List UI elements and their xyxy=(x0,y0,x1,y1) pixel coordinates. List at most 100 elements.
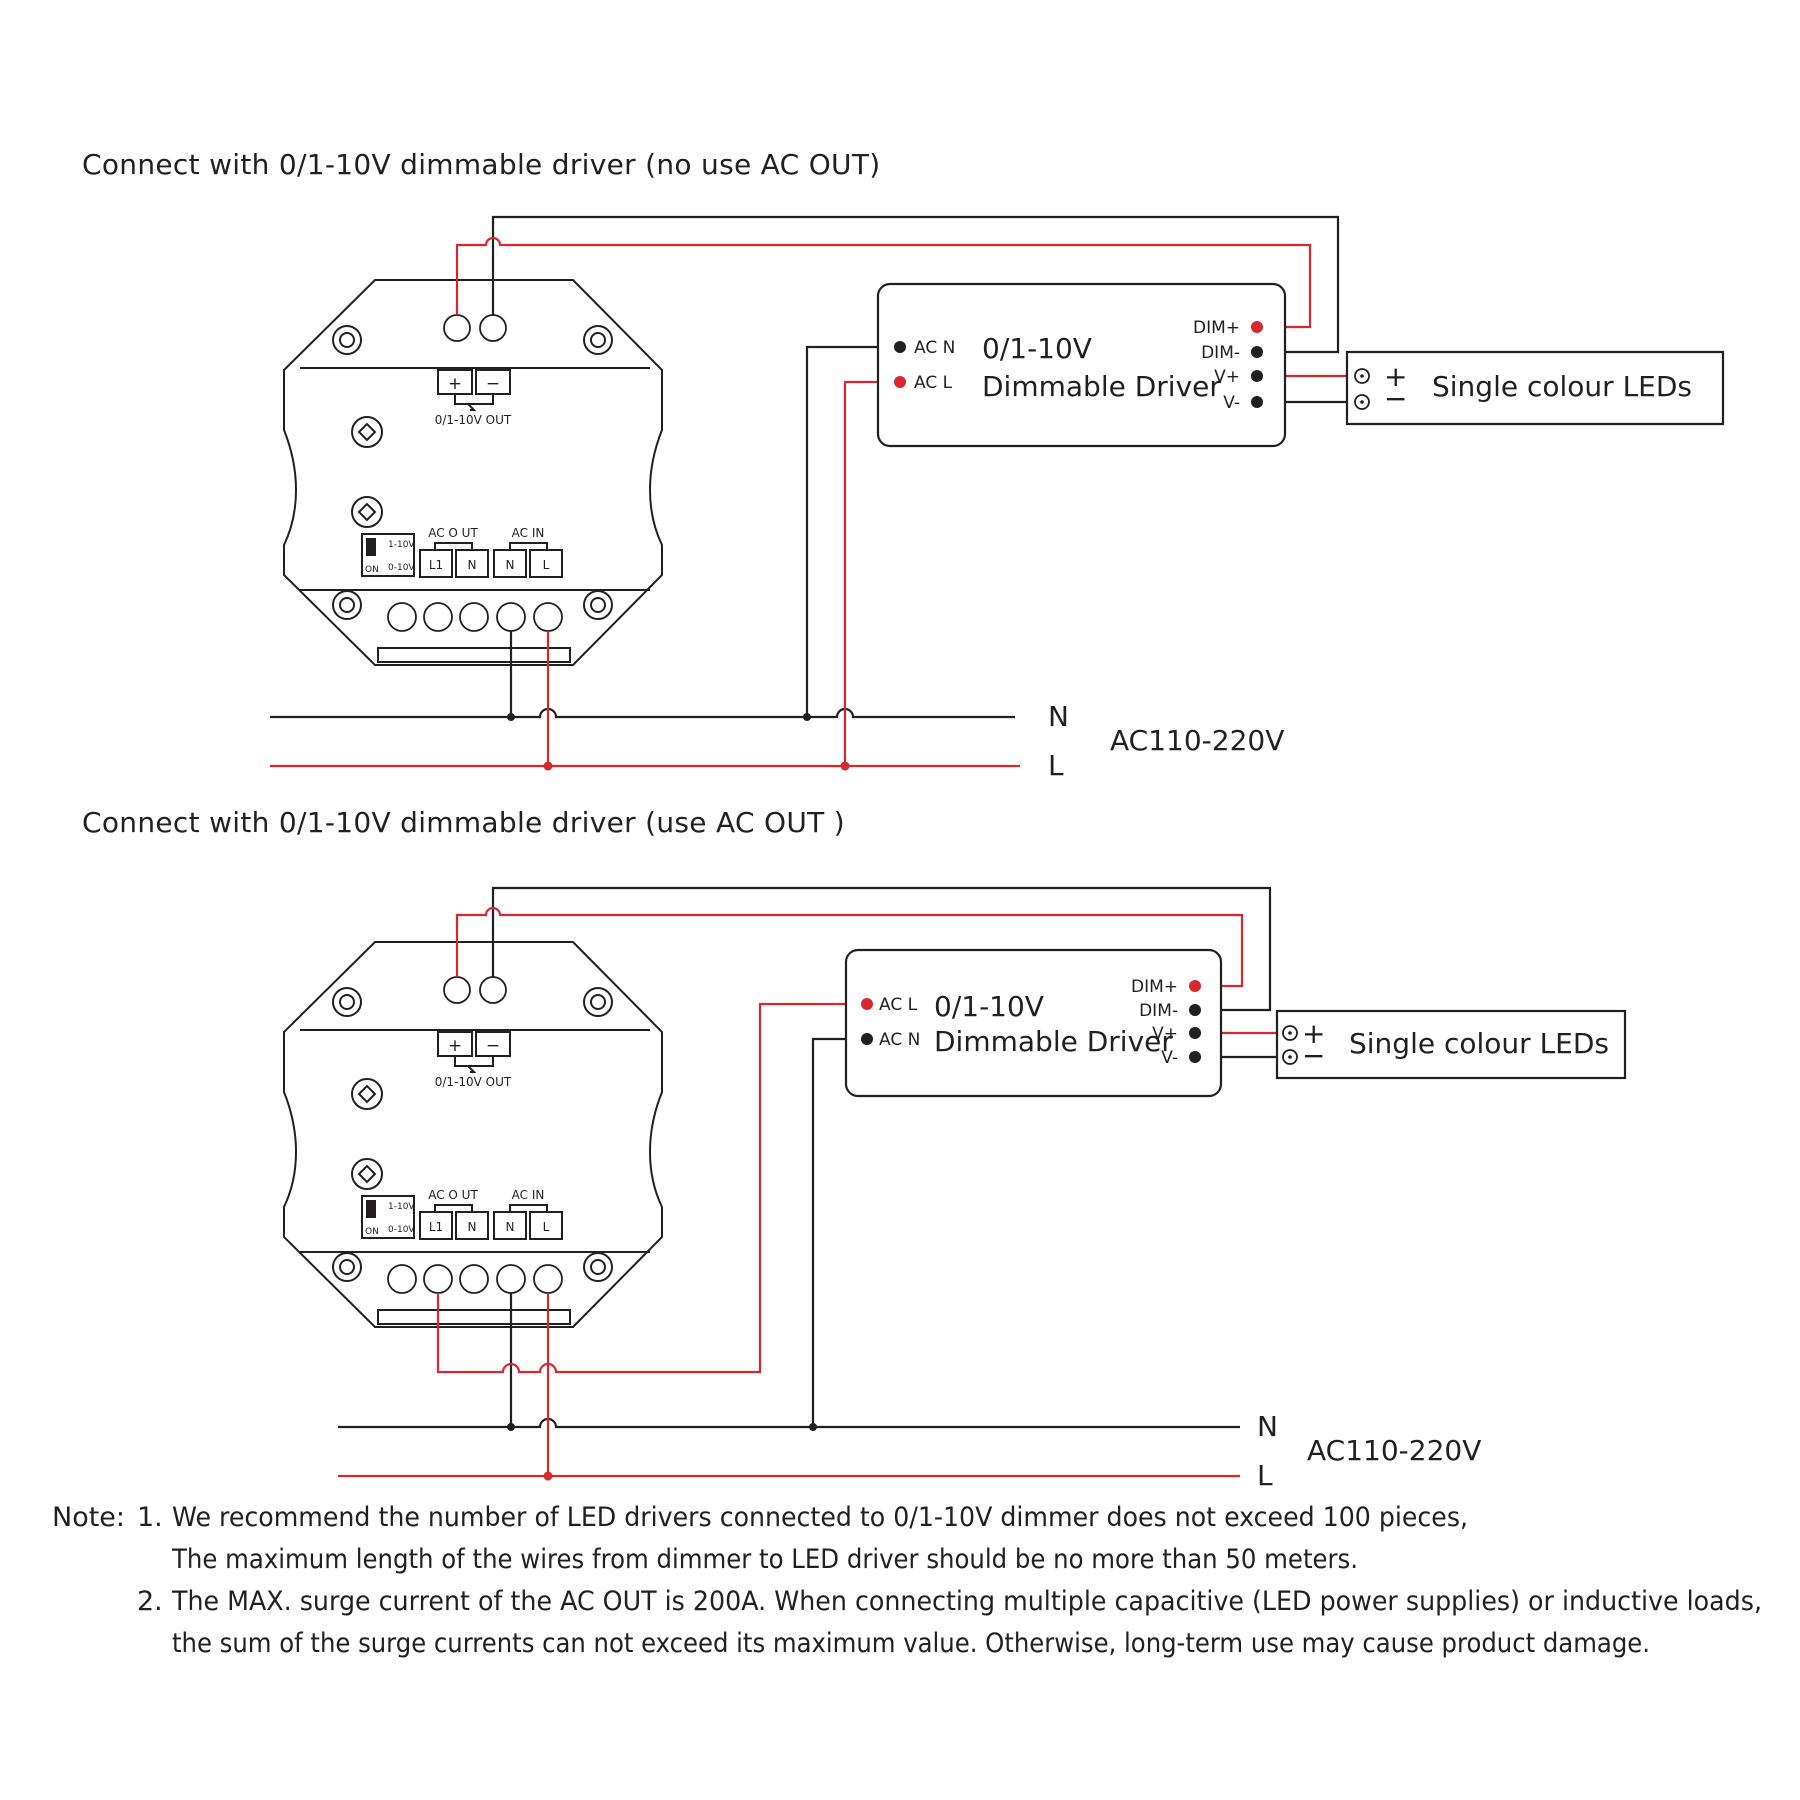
term-label: L1 xyxy=(429,1220,443,1234)
knob xyxy=(351,1078,383,1110)
led-plus: + xyxy=(1302,1017,1325,1050)
driver-right-label: DIM- xyxy=(1201,343,1240,363)
switch-box xyxy=(361,533,415,577)
term-label: N xyxy=(468,1220,477,1234)
switch-top-label: 1-10V xyxy=(388,540,415,550)
terminal-dot xyxy=(861,998,873,1010)
dimmer-device-2: + − 0/1-10V OUT 1-10V 0-10V ON AC O UT A… xyxy=(283,941,663,1328)
minus-label: − xyxy=(486,374,500,394)
driver-title-1: 0/1-10V xyxy=(982,332,1092,365)
led-minus: − xyxy=(1302,1039,1325,1072)
driver-right-label: V+ xyxy=(1214,367,1240,387)
screw-hole xyxy=(583,325,613,355)
knob xyxy=(351,416,383,448)
driver-left-bottom: AC L xyxy=(914,373,953,393)
terminal-dot xyxy=(1251,370,1263,382)
terminal-dim-minus xyxy=(479,976,507,1004)
bottom-terminal xyxy=(459,602,489,632)
screw-hole xyxy=(583,987,613,1017)
mains-voltage: AC110-220V xyxy=(1307,1434,1481,1467)
term-box xyxy=(455,1211,489,1240)
term-box xyxy=(455,549,489,578)
wire-dim-minus xyxy=(491,215,1340,354)
term-label: L1 xyxy=(429,558,443,572)
term-label: N xyxy=(506,1220,515,1234)
switch-toggle xyxy=(366,1200,376,1218)
driver-left-top: AC L xyxy=(879,995,918,1015)
terminal-dot xyxy=(1189,1004,1201,1016)
switch-top-label: 1-10V xyxy=(388,1202,415,1212)
terminal-dot xyxy=(1189,980,1201,992)
term-box xyxy=(493,1211,527,1240)
bottom-terminal-l xyxy=(533,602,563,632)
bottom-terminal xyxy=(387,602,417,632)
note-2-line-2: the sum of the surge currents can not ex… xyxy=(172,1628,1650,1659)
bottom-terminal-l1 xyxy=(423,1264,453,1294)
term-label: L xyxy=(543,1220,550,1234)
junction-dot xyxy=(809,1423,817,1431)
terminal-dot xyxy=(1251,321,1263,333)
switch-toggle xyxy=(366,538,376,556)
mains-l-label: L xyxy=(1048,749,1064,782)
wire-dim-plus xyxy=(455,236,1312,329)
screw-hole xyxy=(332,590,362,620)
wires-1 xyxy=(270,215,1355,771)
junction-dot xyxy=(507,1423,515,1431)
term-box xyxy=(419,549,453,578)
ac-brackets xyxy=(434,1204,548,1211)
note-1-line-1: We recommend the number of LED drivers c… xyxy=(172,1502,1468,1533)
driver-title-2: Dimmable Driver xyxy=(982,370,1221,403)
device-body xyxy=(283,279,663,666)
switch-bottom-label: 0-10V xyxy=(388,1225,415,1235)
driver-2: AC L AC N 0/1-10V Dimmable Driver DIM+ D… xyxy=(844,948,1223,1098)
term-label: L xyxy=(543,558,550,572)
term-label: N xyxy=(468,558,477,572)
term-box xyxy=(493,549,527,578)
bottom-terminal-n xyxy=(496,1264,526,1294)
screw-hole xyxy=(583,1252,613,1282)
driver-title-1: 0/1-10V xyxy=(934,990,1044,1023)
junction-dot xyxy=(543,1471,553,1481)
term-box xyxy=(529,1211,563,1240)
ac-in-label: AC IN xyxy=(512,526,545,540)
led-strip-1: + − Single colour LEDs xyxy=(1345,350,1725,426)
terminal-dim-minus xyxy=(479,314,507,342)
knob xyxy=(351,496,383,528)
bottom-terminal-n xyxy=(496,602,526,632)
driver-right-label: V- xyxy=(1223,393,1240,413)
switch-box xyxy=(361,1195,415,1239)
terminal-dot xyxy=(894,341,906,353)
minus-label: − xyxy=(486,1036,500,1056)
ac-out-label: AC O UT xyxy=(428,1188,478,1202)
out-bracket xyxy=(454,1056,494,1073)
diagram-2-title: Connect with 0/1-10V dimmable driver (us… xyxy=(82,806,845,839)
device-bottom-slot xyxy=(377,647,571,663)
screw-hole xyxy=(583,590,613,620)
driver-right-label: DIM- xyxy=(1139,1001,1178,1021)
mains-n-label: N xyxy=(1257,1410,1278,1443)
terminal-dot xyxy=(861,1033,873,1045)
screw-hole xyxy=(332,325,362,355)
diagram-1: Connect with 0/1-10V dimmable driver (no… xyxy=(82,148,1725,782)
driver-title-2: Dimmable Driver xyxy=(934,1025,1173,1058)
screw-hole xyxy=(332,1252,362,1282)
led-plus: + xyxy=(1384,360,1407,393)
driver-1: AC N AC L 0/1-10V Dimmable Driver DIM+ D… xyxy=(876,282,1287,448)
driver-box xyxy=(876,282,1287,448)
note-2-line-1: The MAX. surge current of the AC OUT is … xyxy=(171,1586,1762,1617)
wire-dim-minus xyxy=(491,886,1272,1012)
bottom-terminal-n-out xyxy=(459,1264,489,1294)
out-label: 0/1-10V OUT xyxy=(435,413,512,427)
term-box xyxy=(529,549,563,578)
out-bracket xyxy=(454,394,494,411)
plus-label: + xyxy=(448,1036,462,1056)
ac-out-label: AC O UT xyxy=(428,526,478,540)
mains-voltage: AC110-220V xyxy=(1110,724,1284,757)
plus-label: + xyxy=(448,374,462,394)
wire-dim-plus xyxy=(455,906,1244,988)
terminal-dot xyxy=(1251,396,1263,408)
switch-bottom-label: 0-10V xyxy=(388,563,415,573)
wire-driver-acn xyxy=(805,345,900,717)
switch-on-label: ON xyxy=(365,565,379,575)
out-label: 0/1-10V OUT xyxy=(435,1075,512,1089)
